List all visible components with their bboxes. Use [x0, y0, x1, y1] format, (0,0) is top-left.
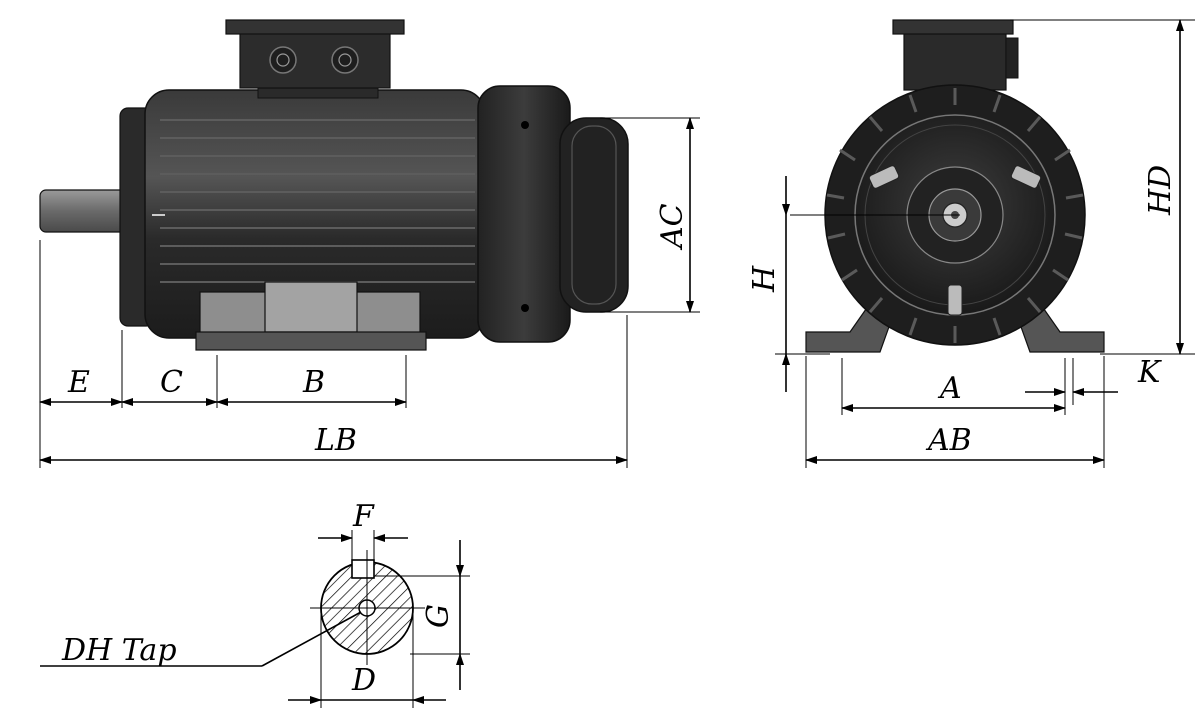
dim-label-hd: HD: [1143, 165, 1178, 216]
cable-gland-icon: [331, 46, 359, 74]
terminal-box-lid: [225, 19, 405, 35]
side-view: [39, 19, 629, 351]
cable-gland-icon: [269, 46, 297, 74]
foot-base: [195, 331, 427, 351]
terminal-box-front: [903, 29, 1007, 91]
fan-cap: [559, 117, 629, 313]
dim-label-h: H: [747, 265, 782, 293]
terminal-box: [239, 29, 391, 89]
shaft-section: F G D DH Tap: [40, 499, 470, 708]
dim-label-k: K: [1137, 355, 1162, 390]
radial-fins: [826, 88, 1084, 343]
cooling-fins: [160, 119, 475, 283]
dim-label-ab: AB: [925, 423, 972, 458]
front-view: [790, 19, 1105, 353]
dim-label-lb: LB: [314, 423, 357, 458]
keyway: [351, 559, 375, 579]
dim-label-f: F: [352, 499, 375, 534]
side-dimensions: E C B LB AC: [39, 117, 700, 468]
dim-label-ac: AC: [655, 203, 690, 251]
shaft: [39, 189, 131, 233]
front-dimensions: H HD A K AB: [747, 19, 1195, 468]
dim-label-c: C: [160, 365, 183, 400]
dim-label-b: B: [302, 365, 325, 400]
dim-label-d: D: [351, 663, 376, 698]
dim-label-e: E: [67, 365, 90, 400]
dim-label-g: G: [421, 604, 456, 628]
dim-label-dh-tap: DH Tap: [61, 633, 177, 668]
dim-label-a: A: [937, 371, 962, 406]
